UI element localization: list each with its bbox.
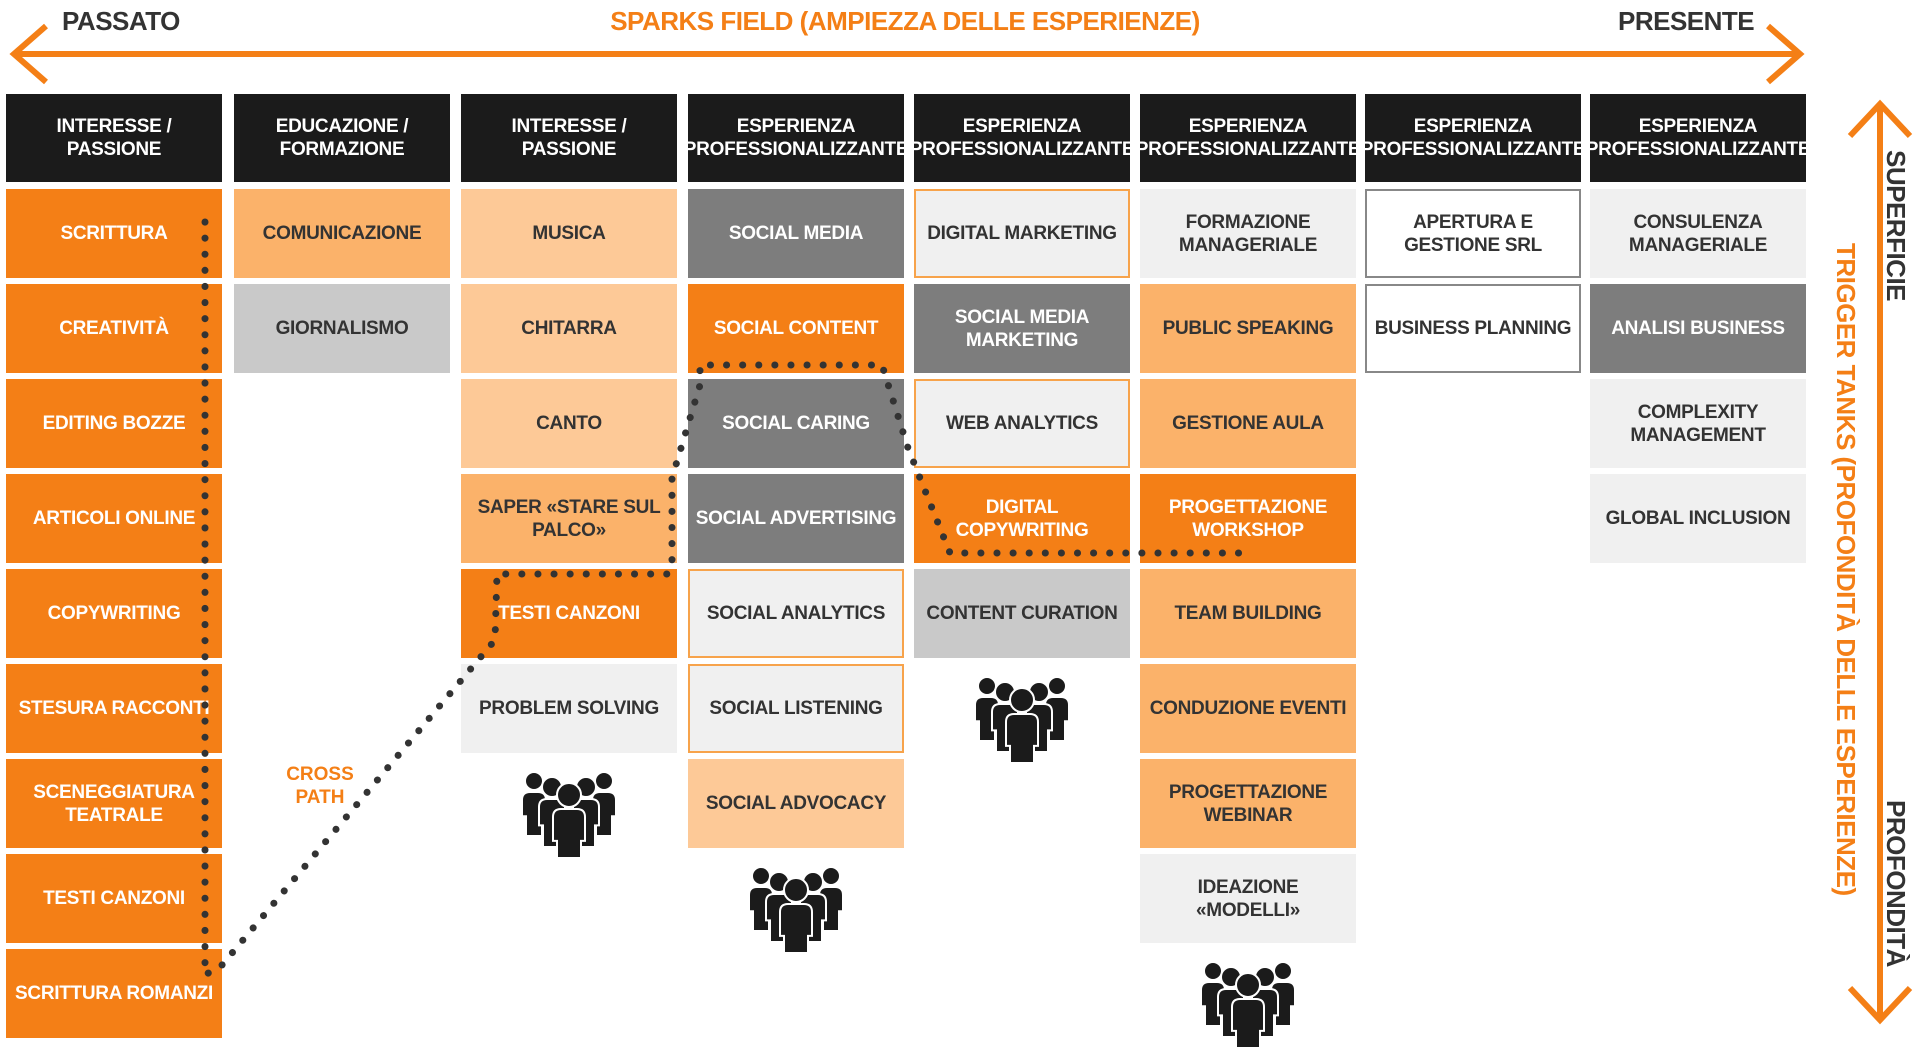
column-header: ESPERIENZA PROFESSIONALIZZANTE (1361, 94, 1586, 182)
skill-cell: WEB ANALYTICS (914, 379, 1130, 468)
skill-cell: IDEAZIONE «MODELLI» (1140, 854, 1356, 943)
skill-cell: FORMAZIONE MANAGERIALE (1140, 189, 1356, 278)
skill-cell: SCENEGGIATURA TEATRALE (6, 759, 222, 848)
skill-cell: CONTENT CURATION (914, 569, 1130, 658)
skill-cell: SOCIAL LISTENING (688, 664, 904, 753)
skill-cell: CONDUZIONE EVENTI (1140, 664, 1356, 753)
people-group-icon (521, 771, 617, 857)
skill-cell: GIORNALISMO (234, 284, 450, 373)
skill-cell: PROGETTAZIONE WEBINAR (1140, 759, 1356, 848)
past-label: PASSATO (62, 6, 180, 36)
column-header: EDUCAZIONE / FORMAZIONE (234, 94, 450, 182)
column-header: ESPERIENZA PROFESSIONALIZZANTE (1586, 94, 1811, 182)
skill-cell: COPYWRITING (6, 569, 222, 658)
skill-cell: GESTIONE AULA (1140, 379, 1356, 468)
skill-cell: PUBLIC SPEAKING (1140, 284, 1356, 373)
skill-cell: DIGITAL MARKETING (914, 189, 1130, 278)
skill-cell: SOCIAL ADVERTISING (688, 474, 904, 563)
column-header: ESPERIENZA PROFESSIONALIZZANTE (910, 94, 1135, 182)
skill-cell: EDITING BOZZE (6, 379, 222, 468)
skill-cell: SOCIAL CARING (688, 379, 904, 468)
skill-cell: DIGITAL COPYWRITING (914, 474, 1130, 563)
present-label: PRESENTE (1618, 6, 1755, 36)
horizontal-double-arrow-icon (9, 23, 1805, 85)
skill-cell: SOCIAL CONTENT (688, 284, 904, 373)
column-header: ESPERIENZA PROFESSIONALIZZANTE (1136, 94, 1361, 182)
skill-cell: PROGETTAZIONE WORKSHOP (1140, 474, 1356, 563)
depth-label: PROFONDITÀ (1881, 800, 1911, 967)
people-group-icon (748, 866, 844, 952)
skill-cell: PROBLEM SOLVING (461, 664, 677, 753)
skill-cell: ANALISI BUSINESS (1590, 284, 1806, 373)
skill-cell: SOCIAL ANALYTICS (688, 569, 904, 658)
skill-cell: GLOBAL INCLUSION (1590, 474, 1806, 563)
column-header: INTERESSE / PASSIONE (461, 94, 677, 182)
skill-cell: SCRITTURA ROMANZI (6, 949, 222, 1038)
skill-cell: SOCIAL ADVOCACY (688, 759, 904, 848)
skill-cell: COMPLEXITY MANAGEMENT (1590, 379, 1806, 468)
vertical-double-arrow-icon (1847, 99, 1913, 1025)
skill-cell: TEAM BUILDING (1140, 569, 1356, 658)
people-group-icon (974, 676, 1070, 762)
skill-cell: SOCIAL MEDIA MARKETING (914, 284, 1130, 373)
skill-cell: CONSULENZA MANAGERIALE (1590, 189, 1806, 278)
skill-cell: BUSINESS PLANNING (1365, 284, 1581, 373)
skill-cell: APERTURA E GESTIONE SRL (1365, 189, 1581, 278)
skill-cell: TESTI CANZONI (6, 854, 222, 943)
skill-cell: SAPER «STARE SUL PALCO» (461, 474, 677, 563)
skill-cell: CANTO (461, 379, 677, 468)
skill-cell: SCRITTURA (6, 189, 222, 278)
trigger-tanks-label: TRIGGER TANKS (PROFONDITÀ DELLE ESPERIEN… (1831, 243, 1861, 896)
column-header: INTERESSE / PASSIONE (6, 94, 222, 182)
skill-cell: CREATIVITÀ (6, 284, 222, 373)
skill-cell: STESURA RACCONTI (6, 664, 222, 753)
skill-cell: TESTI CANZONI (461, 569, 677, 658)
skill-cell: MUSICA (461, 189, 677, 278)
column-header: ESPERIENZA PROFESSIONALIZZANTE (684, 94, 909, 182)
surface-label: SUPERFICIE (1881, 150, 1911, 302)
skill-cell: COMUNICAZIONE (234, 189, 450, 278)
skill-cell: SOCIAL MEDIA (688, 189, 904, 278)
skill-cell: ARTICOLI ONLINE (6, 474, 222, 563)
skill-cell: CHITARRA (461, 284, 677, 373)
people-group-icon (1200, 961, 1296, 1047)
sparks-field-label: SPARKS FIELD (AMPIEZZA DELLE ESPERIENZE) (610, 6, 1200, 36)
